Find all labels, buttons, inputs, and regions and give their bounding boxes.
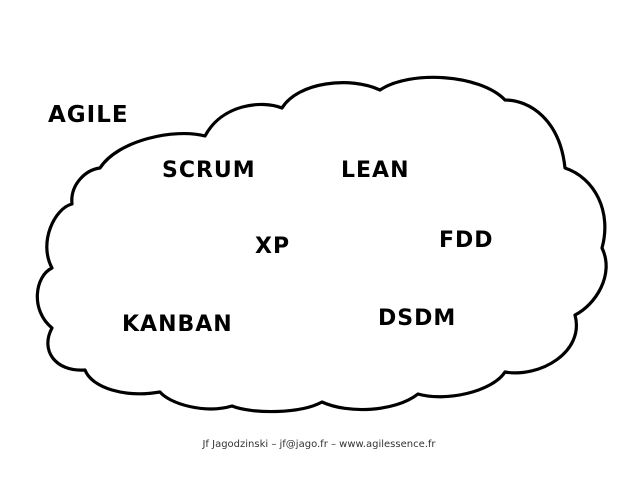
method-dsdm: DSDM bbox=[378, 306, 457, 331]
footer-credit: Jf Jagodzinski – jf@jago.fr – www.agiles… bbox=[202, 439, 436, 450]
method-fdd: FDD bbox=[439, 228, 494, 253]
diagram-title: AGILE bbox=[48, 102, 129, 128]
cloud-outline bbox=[35, 75, 608, 414]
method-lean: LEAN bbox=[341, 158, 410, 183]
method-xp: XP bbox=[255, 234, 291, 259]
method-kanban: KANBAN bbox=[122, 312, 233, 337]
method-scrum: SCRUM bbox=[162, 158, 256, 183]
